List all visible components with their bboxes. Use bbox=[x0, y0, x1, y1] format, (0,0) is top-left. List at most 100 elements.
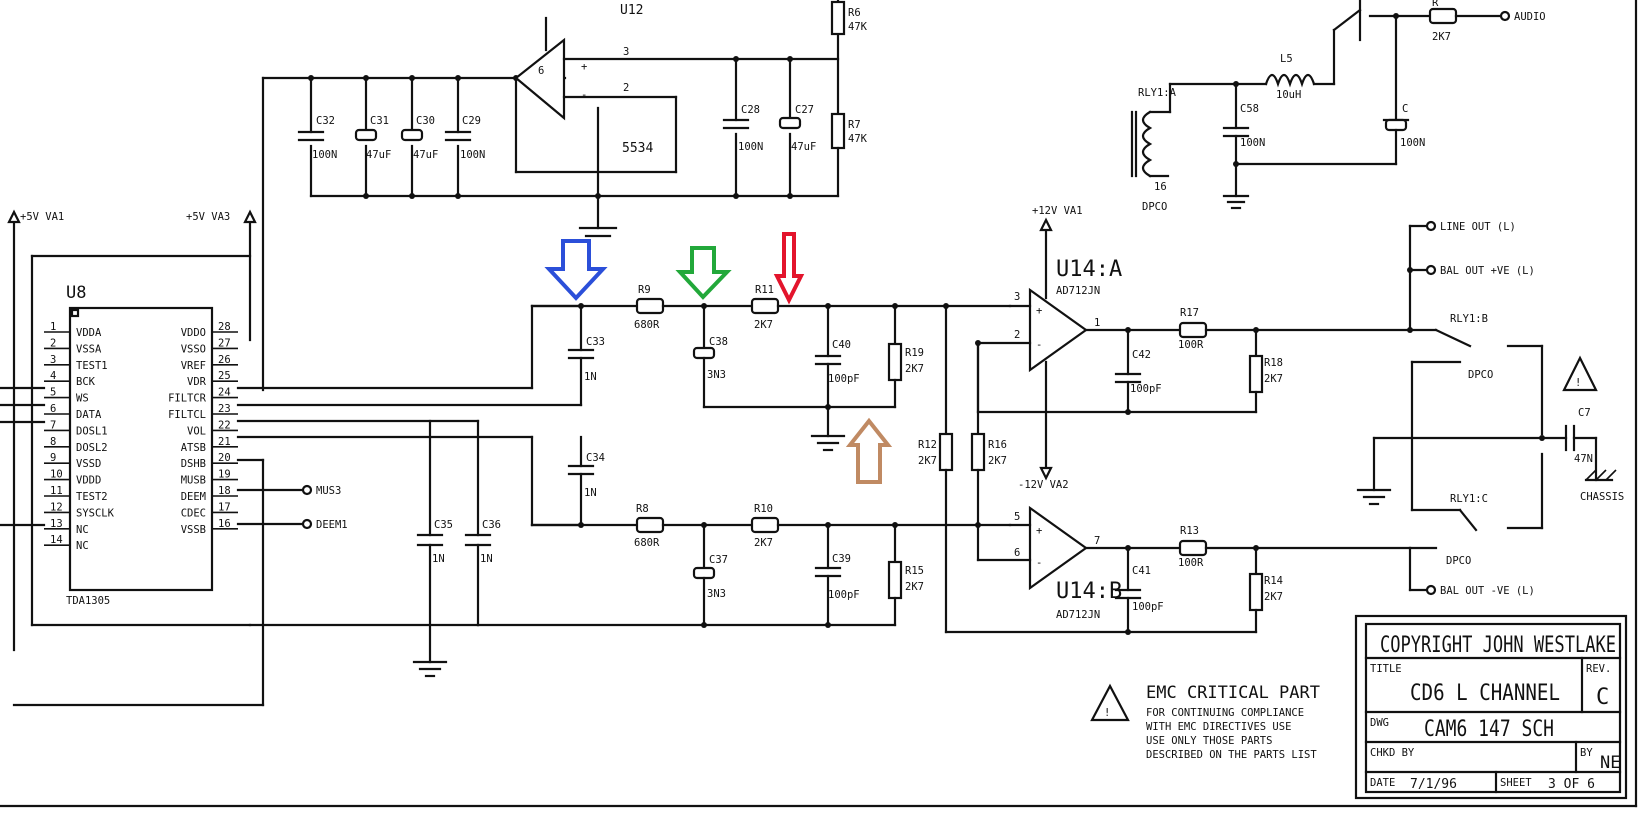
u8-pin-name-right: MUSB bbox=[181, 475, 206, 487]
u12-label: U12 bbox=[620, 3, 643, 18]
u12-reference-section bbox=[261, 0, 846, 392]
r17-value: 100R bbox=[1178, 339, 1204, 351]
r6-label: R6 bbox=[848, 7, 861, 19]
c31-value: 47uF bbox=[366, 149, 391, 161]
rly1a-label: RLY1:A bbox=[1138, 87, 1177, 99]
u8-left-pins: VDDA1VSSA2TEST13BCK4WS5DATA6DOSL17DOSL28… bbox=[44, 321, 115, 552]
u12-pin6: 6 bbox=[538, 65, 544, 77]
u8-pin-name-right: VDR bbox=[187, 376, 207, 388]
by-value: NE bbox=[1600, 753, 1620, 773]
u12-labels: U12 5534 6 3 2 + - C32 100N C31 47uF C30… bbox=[312, 3, 868, 161]
c33-value: 1N bbox=[584, 371, 597, 383]
u8-pin-name-left: WS bbox=[76, 393, 89, 405]
arrow-blue-down bbox=[544, 239, 608, 301]
u8-pin-name-left: VDDD bbox=[76, 475, 101, 487]
r16-value: 2K7 bbox=[988, 455, 1007, 467]
title-block: COPYRIGHT JOHN WESTLAKE TITLE CD6 L CHAN… bbox=[1354, 614, 1628, 800]
c39-label: C39 bbox=[832, 553, 851, 565]
c40-label: C40 bbox=[832, 339, 851, 351]
u8-pin-name-left: DOSL2 bbox=[76, 442, 108, 454]
c41-value: 100pF bbox=[1132, 601, 1164, 613]
u8-pin-number-right: 26 bbox=[218, 354, 231, 366]
chkd-label: CHKD BY bbox=[1370, 747, 1415, 759]
r10-value: 2K7 bbox=[754, 537, 773, 549]
u8-pin-name-right: VDDO bbox=[181, 327, 206, 339]
r9-label: R9 bbox=[638, 284, 651, 296]
rly1a-pin16: 16 bbox=[1154, 181, 1167, 193]
emc-warning-mark: ! bbox=[1104, 707, 1110, 719]
r13-value: 100R bbox=[1178, 557, 1204, 569]
u14a-pin1: 1 bbox=[1094, 317, 1100, 329]
u8-pin-number-right: 27 bbox=[218, 337, 231, 349]
l5-value: 10uH bbox=[1276, 89, 1301, 101]
u8-pin-name-right: DSHB bbox=[181, 458, 206, 470]
u14b-plus: + bbox=[1036, 525, 1042, 537]
u12-part: 5534 bbox=[622, 141, 653, 156]
c29-label: C29 bbox=[462, 115, 481, 127]
emc-line-4: DESCRIBED ON THE PARTS LIST bbox=[1146, 749, 1317, 761]
chassis-label: CHASSIS bbox=[1580, 491, 1624, 503]
c7-label: C7 bbox=[1578, 407, 1591, 419]
u12-pin2: 2 bbox=[623, 82, 629, 94]
rev-value: C bbox=[1596, 685, 1609, 710]
u8-dac: U8 TDA1305 VDDA1VSSA2TEST13BCK4WS5DATA6D… bbox=[0, 209, 583, 707]
c37-label: C37 bbox=[709, 554, 728, 566]
u8-pin-number-left: 8 bbox=[50, 436, 56, 448]
c42-label: C42 bbox=[1132, 349, 1151, 361]
u8-pin-number-right: 28 bbox=[218, 321, 231, 333]
rly1a-section: RLY1:A 16 DPCO C58 100N L5 10uH AUDIO 2K… bbox=[1130, 0, 1546, 213]
u14a-part: AD712JN bbox=[1056, 285, 1100, 297]
emc-line-3: USE ONLY THOSE PARTS bbox=[1146, 735, 1272, 747]
c39-value: 100pF bbox=[828, 589, 860, 601]
r7-label: R7 bbox=[848, 119, 861, 131]
r6-value: 47K bbox=[848, 21, 868, 33]
u8-pin-name-left: VSSA bbox=[76, 343, 102, 355]
u14b-body bbox=[1028, 505, 1088, 591]
annotation-arrows bbox=[544, 232, 893, 484]
u14-opamps: R12 2K7 R16 2K7 +12V VA1 -12V VA2 U14:A … bbox=[918, 205, 1412, 635]
u14b-pin7: 7 bbox=[1094, 535, 1100, 547]
u12-minus: - bbox=[581, 89, 587, 101]
r19-label: R19 bbox=[905, 347, 924, 359]
u8-pin-number-right: 21 bbox=[218, 436, 231, 448]
u8-label: U8 bbox=[66, 283, 86, 303]
emc-warning-icon bbox=[1090, 683, 1130, 722]
c29-value: 100N bbox=[460, 149, 485, 161]
bal-out-pos-label: BAL OUT +VE (L) bbox=[1440, 265, 1535, 277]
u8-pin-name-right: VOL bbox=[187, 425, 206, 437]
u14a-body bbox=[1028, 287, 1088, 373]
u8-pin-number-right: 23 bbox=[218, 403, 231, 415]
u8-pin-number-left: 10 bbox=[50, 469, 63, 481]
r18-label: R18 bbox=[1264, 357, 1283, 369]
pwr-m12v-va2: -12V VA2 bbox=[1018, 479, 1069, 491]
u8-pin-number-left: 9 bbox=[50, 452, 56, 464]
emc-note: ! EMC CRITICAL PART FOR CONTINUING COMPL… bbox=[1090, 683, 1320, 761]
u8-pin-name-right: VSSB bbox=[181, 524, 206, 536]
u8-pin-number-right: 24 bbox=[218, 387, 231, 399]
mus3-label: MUS3 bbox=[316, 485, 341, 497]
rev-label: REV. bbox=[1586, 663, 1611, 675]
c36-label: C36 bbox=[482, 519, 501, 531]
r8-label: R8 bbox=[636, 503, 649, 515]
u14b-label: U14:B bbox=[1056, 579, 1122, 604]
u14a-plus: + bbox=[1036, 305, 1042, 317]
r18-value: 2K7 bbox=[1264, 373, 1283, 385]
r19-value: 2K7 bbox=[905, 363, 924, 375]
u14a-minus: - bbox=[1036, 339, 1042, 351]
u8-pin-name-left: SYSCLK bbox=[76, 507, 115, 519]
rly1b-label: RLY1:B bbox=[1450, 313, 1488, 325]
c35-c36-decoupling: C35 1N C36 1N bbox=[248, 419, 501, 678]
date-value: 7/1/96 bbox=[1410, 777, 1457, 792]
u8-pin-number-right: 17 bbox=[218, 501, 231, 513]
r-top-value: 2K7 bbox=[1432, 31, 1451, 43]
c-top-value: 100N bbox=[1400, 137, 1425, 149]
emc-line-2: WITH EMC DIRECTIVES USE bbox=[1146, 721, 1291, 733]
u8-pin-name-right: FILTCL bbox=[168, 409, 206, 421]
u8-pin-number-left: 3 bbox=[50, 354, 56, 366]
r11-value: 2K7 bbox=[754, 319, 773, 331]
c28-value: 100N bbox=[738, 141, 763, 153]
u8-pin-name-right: ATSB bbox=[181, 442, 206, 454]
c27-label: C27 bbox=[795, 104, 814, 116]
u8-pin-name-left: TEST2 bbox=[76, 491, 108, 503]
